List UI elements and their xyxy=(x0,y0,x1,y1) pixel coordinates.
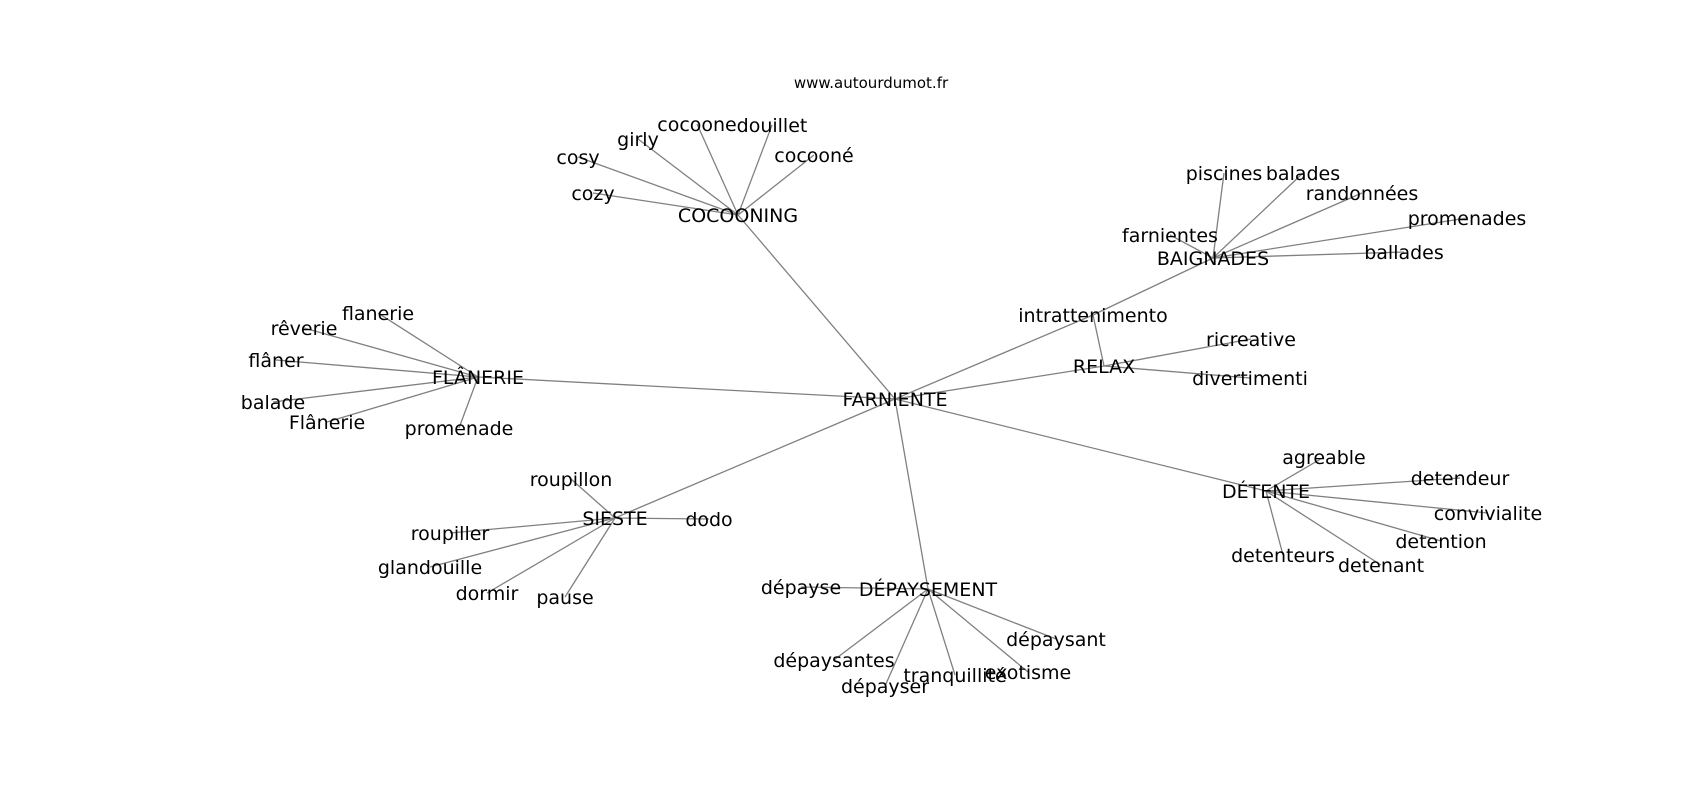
node-label-detendeur: detendeur xyxy=(1411,468,1510,490)
edge-detente-detendeur xyxy=(1265,477,1461,492)
edge-baignades-farnientes xyxy=(1169,234,1214,259)
node-label-tranquillite: tranquillité xyxy=(903,665,1006,687)
node-label-flanerie: FLÂNERIE xyxy=(432,366,524,389)
edge-farniente-cocooning xyxy=(737,214,896,400)
edge-cocooning-cosy xyxy=(577,156,739,216)
edge-farniente-depaysement xyxy=(894,398,929,590)
node-label-detenteurs: detenteurs xyxy=(1231,545,1335,567)
node-label-sieste: SIESTE xyxy=(582,508,647,530)
node-label-agreable: agreable xyxy=(1282,447,1365,469)
node-label-cosy: cosy xyxy=(556,147,599,169)
edge-farniente-detente xyxy=(894,398,1267,492)
node-label-depayse: dépayse xyxy=(761,577,841,599)
edge-detente-agreable xyxy=(1265,456,1325,492)
edge-sieste-roupillon xyxy=(570,478,616,519)
edge-relax-divertimenti xyxy=(1103,365,1251,379)
edge-detente-detention xyxy=(1265,490,1442,542)
node-label-exotisme: exotisme xyxy=(985,662,1071,684)
edge-relax-ricreative xyxy=(1103,338,1252,367)
edge-flanerie-flanerie_cap xyxy=(326,376,479,423)
node-label-randonnees: randonnées xyxy=(1306,183,1419,205)
edge-sieste-dormir xyxy=(486,517,616,594)
node-label-balade: balade xyxy=(241,392,305,414)
node-label-farnientes: farnientes xyxy=(1122,225,1218,247)
node-label-balades: balades xyxy=(1266,163,1340,185)
node-label-dormir: dormir xyxy=(456,583,519,605)
edge-depaysement-depayser xyxy=(884,588,929,687)
edge-flanerie-balade xyxy=(272,376,479,403)
node-label-flanerie_lc: flanerie xyxy=(342,303,414,325)
edge-depaysement-depaysant xyxy=(927,588,1057,640)
edge-flanerie-reverie xyxy=(303,327,479,378)
node-label-farniente: FARNIENTE xyxy=(842,389,947,411)
edge-baignades-randonnees xyxy=(1212,192,1363,259)
edge-intrattenimento-relax xyxy=(1092,314,1105,367)
node-label-promenade: promenade xyxy=(405,418,514,440)
node-label-depayser: dépayser xyxy=(841,676,929,698)
node-label-cozy: cozy xyxy=(571,183,614,205)
node-label-piscines: piscines xyxy=(1186,163,1263,185)
node-label-cocoone: cocoone xyxy=(657,114,737,136)
edge-detente-detenteurs xyxy=(1265,490,1284,556)
node-label-ricreative: ricreative xyxy=(1206,329,1296,351)
node-label-flanerie_cap: Flânerie xyxy=(289,412,365,434)
edge-farniente-sieste xyxy=(614,398,896,519)
node-label-reverie: rêverie xyxy=(271,318,338,340)
node-label-pause: pause xyxy=(536,587,593,609)
edge-depaysement-depayse xyxy=(800,586,929,590)
edge-flanerie-flaner xyxy=(275,359,479,378)
node-label-ballades: ballades xyxy=(1364,242,1444,264)
node-label-depaysantes: dépaysantes xyxy=(773,650,894,672)
node-label-depaysement: DÉPAYSEMENT xyxy=(859,578,998,601)
edge-depaysement-tranquillite xyxy=(927,588,956,676)
edge-baignades-promenades xyxy=(1212,217,1468,259)
edge-flanerie-promenade xyxy=(458,376,479,429)
edge-sieste-roupiller xyxy=(449,517,616,534)
node-label-girly: girly xyxy=(617,129,659,151)
edge-baignades-balades xyxy=(1212,172,1304,259)
node-label-baignades: BAIGNADES xyxy=(1157,248,1269,270)
node-label-flaner: flâner xyxy=(248,350,303,372)
node-label-relax: RELAX xyxy=(1073,356,1135,378)
node-label-intrattenimento: intrattenimento xyxy=(1018,305,1167,327)
node-label-roupillon: roupillon xyxy=(530,469,613,491)
edge-farniente-flanerie xyxy=(477,376,896,400)
node-label-cocoone2: cocooné xyxy=(774,145,854,167)
edge-cocooning-cozy xyxy=(592,192,739,216)
node-label-roupiller: roupiller xyxy=(411,523,490,545)
edge-detente-detenant xyxy=(1265,490,1382,566)
node-label-detente: DÉTENTE xyxy=(1222,480,1310,503)
edge-cocooning-douillet xyxy=(737,124,773,216)
node-label-promenades: promenades xyxy=(1408,208,1527,230)
node-label-glandouille: glandouille xyxy=(378,557,482,579)
edge-farniente-intrattenimento xyxy=(894,314,1094,400)
node-label-convivialite: convivialite xyxy=(1434,503,1543,525)
node-label-detenant: detenant xyxy=(1338,555,1424,577)
node-label-detention: detention xyxy=(1395,531,1486,553)
node-label-cocooning: COCOONING xyxy=(678,205,798,227)
edge-detente-convivialite xyxy=(1265,490,1489,514)
edge-farniente-relax xyxy=(894,365,1105,400)
edge-cocooning-girly xyxy=(637,138,739,216)
edge-baignades-piscines xyxy=(1212,172,1225,259)
node-label-dodo: dodo xyxy=(685,509,732,531)
edge-sieste-pause xyxy=(564,517,616,598)
edge-intrattenimento-baignades xyxy=(1092,257,1214,316)
node-label-depaysant: dépaysant xyxy=(1006,629,1106,651)
edge-depaysement-exotisme xyxy=(927,588,1029,673)
edge-cocooning-cocoone xyxy=(696,123,739,216)
edge-sieste-glandouille xyxy=(429,517,616,568)
node-label-douillet: douillet xyxy=(737,115,808,137)
edge-sieste-dodo xyxy=(614,517,710,520)
edges-layer xyxy=(272,123,1489,687)
edge-flanerie-flanerie_lc xyxy=(377,312,479,378)
node-label-divertimenti: divertimenti xyxy=(1192,368,1308,390)
edge-baignades-ballades xyxy=(1212,251,1405,259)
source-url-label: www.autourdumot.fr xyxy=(794,74,949,92)
edge-cocooning-cocoone2 xyxy=(737,154,815,216)
edge-depaysement-depaysantes xyxy=(833,588,929,661)
